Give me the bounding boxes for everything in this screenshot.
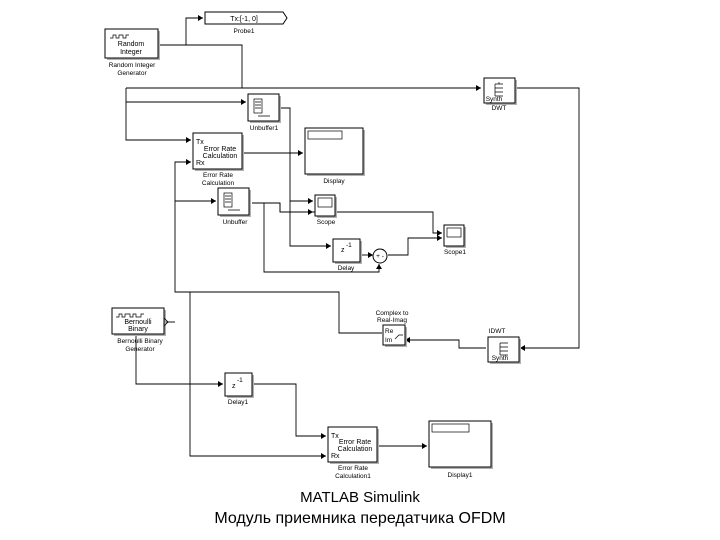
complex-to-real-label-line1: Complex to xyxy=(376,310,409,317)
delay1-label: Delay1 xyxy=(228,399,249,406)
display1-label: Display1 xyxy=(448,472,473,479)
error-rate-tx-port: Tx xyxy=(196,139,204,146)
scope-block[interactable] xyxy=(314,194,337,218)
dwt-block[interactable]: Synth xyxy=(483,77,517,105)
delay-exponent: -1 xyxy=(346,242,352,249)
random-integer-inner-line1: Random xyxy=(118,41,145,48)
unbuffer1-label: Unbuffer1 xyxy=(250,125,279,132)
error-rate1-rx-port: Rx xyxy=(331,453,340,460)
sum-block[interactable]: + - xyxy=(372,248,388,264)
error-rate1-label-line1: Error Rate xyxy=(338,465,368,472)
dwt-inner: Synth xyxy=(486,96,503,103)
random-integer-inner-line2: Integer xyxy=(120,49,142,56)
caption-subtitle: Модуль приемника передатчика OFDM xyxy=(214,510,506,527)
scope1-label: Scope1 xyxy=(444,249,466,256)
caption-title: MATLAB Simulink xyxy=(300,489,420,506)
error-rate-label-line2: Calculation xyxy=(202,180,235,187)
display1-block[interactable] xyxy=(428,420,493,469)
display-block[interactable] xyxy=(304,127,365,176)
complex-to-real-label-line2: Real-Imag xyxy=(377,317,407,324)
bernoulli-inner-line1: Bernoulli xyxy=(124,319,152,326)
probe1-inner: Tx:[-1, 0] xyxy=(230,16,258,23)
bernoulli-label-line1: Bernoulli Binary xyxy=(117,338,163,345)
complex-to-real-imag-block[interactable]: Re Im xyxy=(382,324,407,347)
random-integer-label-line2: Generator xyxy=(117,70,147,77)
error-rate-calculation-block[interactable]: Tx Error Rate Calculation Rx xyxy=(192,132,244,171)
complex-im-port: Im xyxy=(385,337,392,344)
error-rate1-tx-port: Tx xyxy=(331,433,339,440)
random-integer-generator-block[interactable]: Random Integer xyxy=(104,28,160,60)
scope1-block[interactable] xyxy=(443,224,466,248)
idwt-block[interactable]: Synth xyxy=(487,336,521,364)
random-integer-label-line1: Random Integer xyxy=(109,62,156,69)
unbuffer-label: Unbuffer xyxy=(223,219,249,226)
idwt-label: IDWT xyxy=(489,328,506,335)
unbuffer-block[interactable] xyxy=(217,187,251,217)
error-rate-inner-line1: Error Rate xyxy=(204,146,236,153)
error-rate1-label-line2: Calculation1 xyxy=(335,473,371,480)
probe1-label: Probe1 xyxy=(234,28,255,35)
dwt-label: DWT xyxy=(492,105,507,112)
probe1-block[interactable]: Tx:[-1, 0] xyxy=(204,11,288,25)
unbuffer1-block[interactable] xyxy=(247,93,281,123)
idwt-inner: Synth xyxy=(492,355,509,362)
scope-label: Scope xyxy=(317,219,336,226)
error-rate1-inner-line2: Calculation xyxy=(338,446,373,453)
delay1-exponent: -1 xyxy=(237,377,243,384)
error-rate-rx-port: Rx xyxy=(196,160,205,167)
error-rate-label-line1: Error Rate xyxy=(203,172,233,179)
display-label: Display xyxy=(323,178,345,185)
bernoulli-inner-line2: Binary xyxy=(128,326,148,333)
bernoulli-label-line2: Generator xyxy=(125,346,155,353)
delay-z: z xyxy=(341,247,345,254)
error-rate-inner-line2: Calculation xyxy=(203,153,238,160)
complex-re-port: Re xyxy=(385,328,394,335)
error-rate-calculation1-block[interactable]: Tx Error Rate Calculation Rx xyxy=(327,426,379,464)
sum-signs: + - xyxy=(376,253,384,260)
delay1-z: z xyxy=(232,383,236,390)
delay1-block[interactable]: z -1 xyxy=(224,372,254,398)
signal-lines xyxy=(125,15,580,459)
bernoulli-binary-generator-block[interactable]: Bernoulli Binary xyxy=(111,307,169,336)
error-rate1-inner-line1: Error Rate xyxy=(339,439,371,446)
delay-label: Delay xyxy=(338,265,355,272)
delay-block[interactable]: z -1 xyxy=(332,238,362,264)
